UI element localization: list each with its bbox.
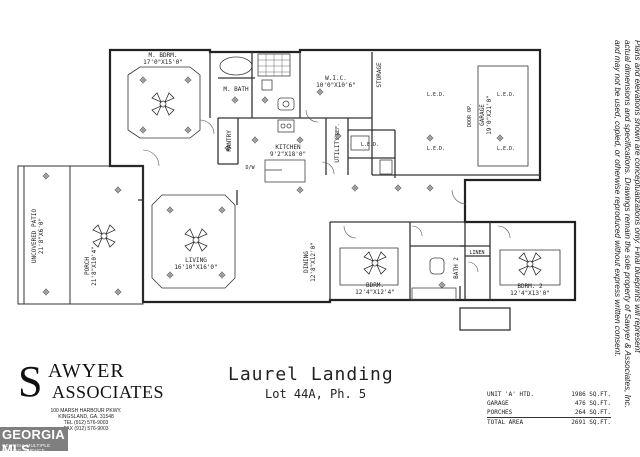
- logo-line2: ASSOCIATES: [52, 382, 165, 402]
- living-dim: 16'10"X16'0": [174, 264, 217, 271]
- bdrm2-label: BDRM. 2: [517, 283, 543, 290]
- disclaimer-line: Plans and elevations shown are conceptua…: [633, 40, 640, 353]
- total-label: TOTAL AREA: [487, 419, 524, 426]
- m-bdrm-label: M. BDRM.: [149, 52, 178, 59]
- patio-dim: 21'8"X6'0": [38, 218, 45, 254]
- disclaimer-text: Plans and elevations shown are conceptua…: [612, 40, 640, 408]
- plan-subtitle: Lot 44A, Ph. 5: [265, 387, 367, 401]
- address-line: FAX (912) 576-9003: [63, 426, 109, 432]
- area-label: UNIT 'A' HTD.: [487, 391, 534, 398]
- dishwasher-label: D/W: [245, 165, 255, 171]
- porch-dim: 21'8"X10'4": [91, 246, 98, 286]
- bath2-label: BATH 2: [453, 257, 460, 279]
- wic-dim: 10'0"X10'6": [316, 82, 356, 89]
- fixtures: [219, 53, 457, 301]
- m-bath-label: M. BATH: [223, 86, 249, 93]
- area-row: GARAGE 476 SQ.FT.: [487, 399, 611, 408]
- bdrm3-label: BDRM.: [366, 282, 384, 289]
- kitchen-label: KITCHEN: [275, 144, 301, 151]
- address-line: 100 MARSH HARBOUR PKWY.: [50, 408, 122, 414]
- address-line: KINGSLAND, GA. 31548: [58, 414, 114, 420]
- watermark-sub: GEORGIA MULTIPLE LISTING SERVICE: [2, 443, 51, 453]
- door-swings: [142, 109, 511, 273]
- utility-label: UTILITY: [334, 137, 341, 163]
- disclaimer-line: and may not be used, copied, or otherwis…: [613, 40, 622, 357]
- dining-dim: 12'8"X12'0": [310, 242, 317, 282]
- area-label: PORCHES: [487, 409, 513, 416]
- address-line: TEL (912) 576-9003: [63, 420, 109, 426]
- dining-label: DINING: [303, 251, 310, 273]
- mls-watermark: GEORGIA MLS GEORGIA MULTIPLE LISTING SER…: [0, 427, 68, 457]
- garage-label: GARAGE: [479, 104, 486, 126]
- led-label-5: L.E.D.: [361, 142, 379, 148]
- company-logo: S AWYER ASSOCIATES: [18, 357, 164, 410]
- area-label: GARAGE: [487, 400, 509, 407]
- led-label-4: L.E.D.: [497, 146, 515, 152]
- area-total-row: TOTAL AREA 2691 SQ.FT.: [487, 417, 611, 427]
- ceiling-lights: [42, 76, 504, 296]
- interior-walls: [138, 52, 540, 331]
- company-address: 100 MARSH HARBOUR PKWY. KINGSLAND, GA. 3…: [36, 408, 136, 432]
- storage-label: STORAGE: [376, 62, 383, 88]
- led-label-3: L.E.D.: [427, 146, 445, 152]
- linen-label: LINEN: [469, 250, 484, 256]
- kitchen-dim: 9'2"X18'0": [270, 151, 306, 158]
- area-value: 476 SQ.FT.: [574, 400, 611, 407]
- wic-label: W.I.C.: [325, 75, 347, 82]
- porch-label: PORCH: [84, 257, 91, 275]
- bdrm3-dim: 12'4"X12'4": [355, 289, 395, 296]
- patio-label: UNCOVERED PATIO: [31, 209, 38, 264]
- area-row: PORCHES 264 SQ.FT.: [487, 408, 611, 417]
- porch-outline: [17, 165, 144, 305]
- ceiling-fans: [92, 92, 542, 276]
- led-label-1: L.E.D.: [427, 92, 445, 98]
- logo-initial: S: [18, 357, 43, 406]
- bdrm2-dim: 12'4"X13'0": [510, 290, 550, 297]
- logo-line1: AWYER: [48, 360, 125, 382]
- area-value: 1986 SQ.FT.: [571, 391, 611, 398]
- plan-title: Laurel Landing: [228, 364, 394, 385]
- area-value: 264 SQ.FT.: [574, 409, 611, 416]
- tray-ceilings: [127, 65, 561, 289]
- garage-dim: 19'0"X21'0": [486, 95, 493, 135]
- disclaimer-line: actual dimensions and specifications. Dr…: [623, 40, 632, 408]
- m-bdrm-dim: 17'0"X15'0": [143, 59, 183, 66]
- door-op-label: DOOR OP.: [467, 103, 473, 127]
- living-label: LIVING: [185, 257, 207, 264]
- area-table: UNIT 'A' HTD. 1986 SQ.FT. GARAGE 476 SQ.…: [487, 390, 611, 427]
- pantry-label: PANTRY: [226, 130, 233, 152]
- ref-label: REF.: [335, 123, 341, 135]
- total-value: 2691 SQ.FT.: [571, 419, 611, 426]
- led-label-2: L.E.D.: [497, 92, 515, 98]
- area-row: UNIT 'A' HTD. 1986 SQ.FT.: [487, 390, 611, 399]
